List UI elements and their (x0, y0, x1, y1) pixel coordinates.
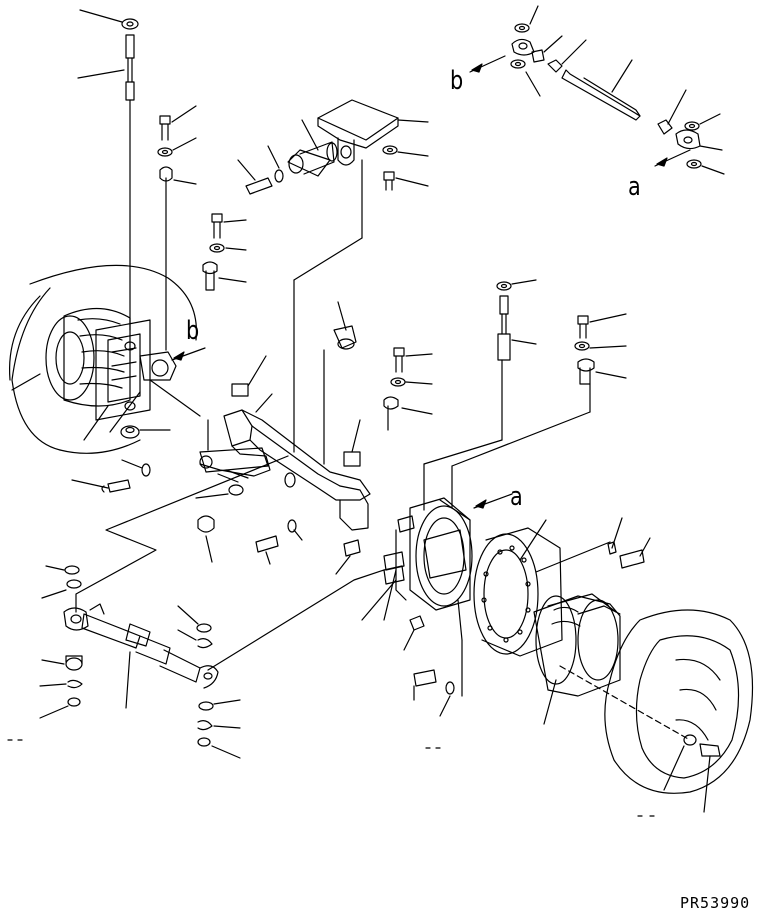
left-rod-assembly (78, 10, 138, 330)
right-knuckle-assembly (362, 280, 626, 650)
brake-disc (414, 518, 650, 716)
beam-fasteners (72, 460, 360, 574)
left-fasteners (158, 106, 246, 350)
axle-beam (200, 302, 370, 530)
right-wheel (605, 610, 753, 812)
wheel-hub (534, 594, 690, 740)
callout-b-left: b (186, 316, 200, 346)
upper-bracket-assembly (238, 100, 428, 452)
misc-marks (8, 740, 654, 816)
callout-b-top: b (450, 66, 464, 96)
tie-rod-assembly (470, 6, 724, 174)
callout-a-right: a (510, 482, 523, 512)
callout-a-top: a (628, 172, 641, 202)
left-wheel-assembly (10, 265, 205, 453)
part-number-label: PR53990 (680, 894, 751, 912)
steering-cylinder (40, 456, 384, 758)
